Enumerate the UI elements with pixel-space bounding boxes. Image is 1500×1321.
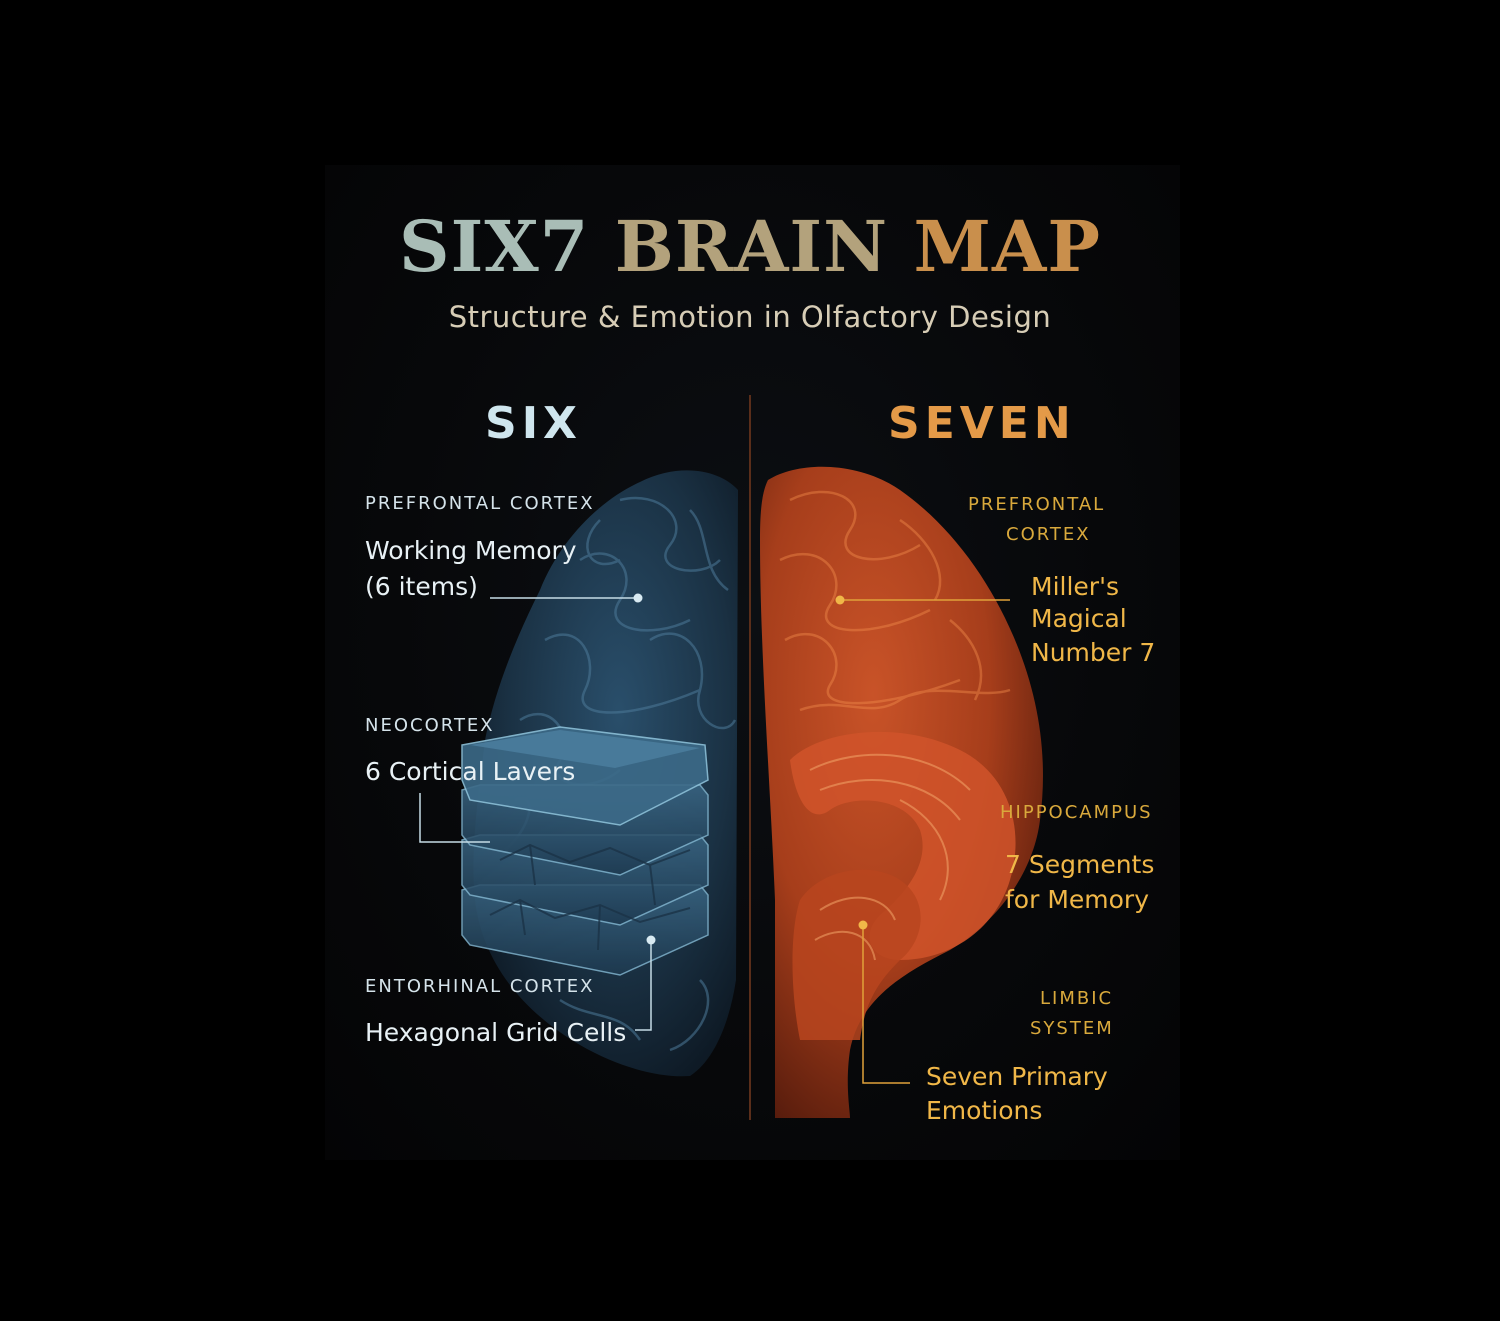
seven-prefrontal-line2: Magical <box>1031 604 1127 633</box>
six-prefrontal-line2: (6 items) <box>365 572 478 601</box>
seven-prefrontal-region-1: PREFRONTAL <box>968 494 1106 515</box>
seven-limbic-region-2: SYSTEM <box>1030 1018 1114 1039</box>
cortical-layers-stack <box>461 726 709 976</box>
six-prefrontal-line1: Working Memory <box>365 536 577 565</box>
seven-limbic-region-1: LIMBIC <box>1040 988 1114 1009</box>
seven-callout-lines <box>840 599 1010 1084</box>
seven-prefrontal-region-2: CORTEX <box>1006 524 1091 545</box>
title-part-six7: SIX7 <box>399 205 590 288</box>
seven-limbic-line2: Emotions <box>926 1096 1043 1125</box>
page-title: SIX7 BRAIN MAP <box>0 205 1500 288</box>
seven-hippocampus-marker <box>858 920 868 930</box>
seven-prefrontal-marker <box>835 595 845 605</box>
poster-panel <box>325 165 1180 1160</box>
title-part-brain: BRAIN <box>614 205 889 288</box>
six-entorhinal-region: ENTORHINAL CORTEX <box>365 976 595 997</box>
six-prefrontal-marker <box>633 593 643 603</box>
seven-limbic-line1: Seven Primary <box>926 1062 1108 1091</box>
six-neocortex-region: NEOCORTEX <box>365 715 495 736</box>
seven-hippocampus-region: HIPPOCAMPUS <box>1000 802 1153 823</box>
title-part-map: MAP <box>913 205 1101 288</box>
seven-prefrontal-line1: Miller's <box>1031 572 1119 601</box>
six-heading: SIX <box>485 398 582 449</box>
seven-brain-hemisphere <box>760 466 1043 1118</box>
seven-hippocampus-line2: for Memory <box>1005 885 1149 914</box>
seven-heading: SEVEN <box>888 398 1076 449</box>
six-neocortex-text: 6 Cortical Lavers <box>365 757 576 786</box>
seven-hippocampus-line1: 7 Segments <box>1005 850 1155 879</box>
seven-prefrontal-line3: Number 7 <box>1031 638 1156 667</box>
page-subtitle: Structure & Emotion in Olfactory Design <box>448 300 1052 334</box>
six-entorhinal-text: Hexagonal Grid Cells <box>365 1018 627 1047</box>
six-prefrontal-region: PREFRONTAL CORTEX <box>365 493 595 514</box>
six-callout-lines <box>419 597 652 1031</box>
six-entorhinal-marker <box>646 935 656 945</box>
